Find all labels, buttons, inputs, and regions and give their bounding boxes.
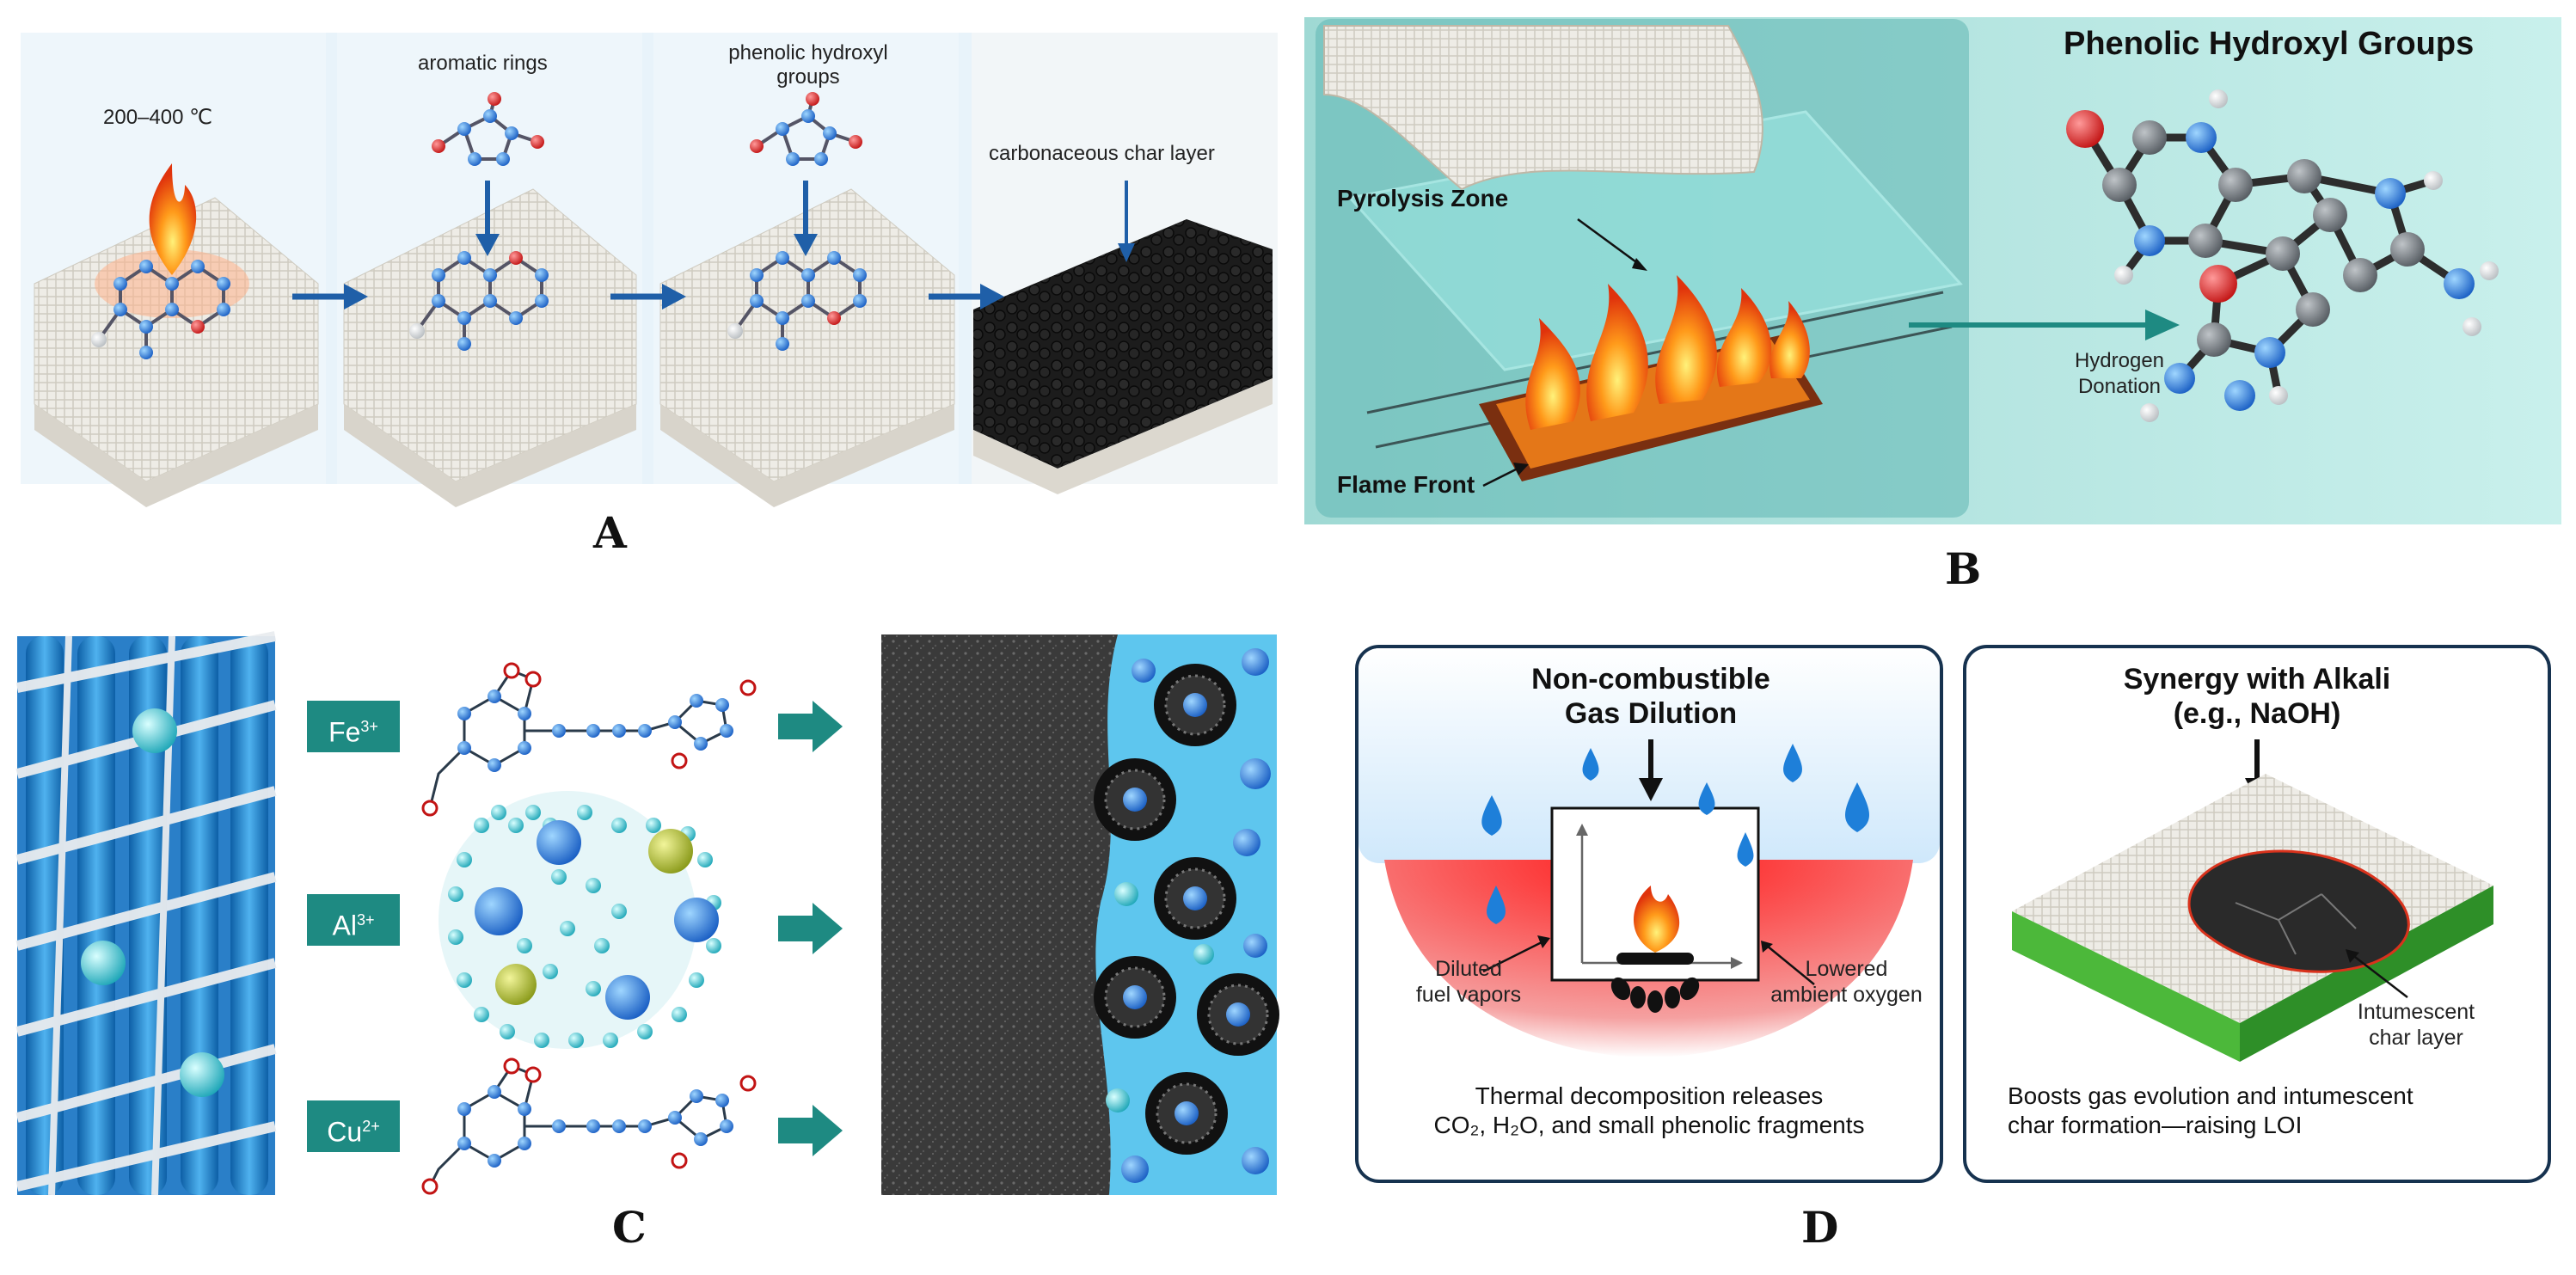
- molecule-step-1: [91, 260, 230, 359]
- phenolic-hydroxyl-line1: phenolic hydroxyl: [728, 41, 888, 64]
- teal-arrows-c: [778, 701, 843, 1156]
- fe-ion-charge: 3+: [360, 718, 378, 735]
- panel-a-step-1: [21, 33, 326, 507]
- hydrogen-donation-label: Hydrogen Donation: [2055, 348, 2184, 400]
- panel-c: [15, 631, 1279, 1196]
- cu-ion-box: [307, 1100, 400, 1152]
- chelate-atoms-cu: [421, 1057, 757, 1195]
- phenolic-hydroxyl-label: phenolic hydroxyl groups: [718, 41, 899, 89]
- gas-dilution-caption-line2: CO₂, H₂O, and small phenolic fragments: [1433, 1112, 1865, 1138]
- panel-label-c: C: [612, 1202, 647, 1253]
- ion-bead: [132, 708, 177, 753]
- chelate-chain-fe: [428, 669, 728, 809]
- gas-dilution-title: Non-combustible Gas Dilution: [1462, 662, 1840, 731]
- fire-icon: [1634, 886, 1680, 953]
- water-droplets: [1481, 744, 1869, 924]
- lowered-oxygen-line2: ambient oxygen: [1770, 983, 1923, 1007]
- chelate-chain-cu: [428, 1064, 728, 1187]
- phenolic-hydroxyl-line2: groups: [776, 65, 840, 89]
- fabric-sheet: [1323, 25, 1763, 191]
- molecule-atoms-b: [2066, 89, 2499, 422]
- al-ion-base: Al: [332, 910, 357, 941]
- hydrogen-donation-line1: Hydrogen: [2074, 349, 2165, 372]
- fe-ion-base: Fe: [328, 716, 361, 748]
- intumescent-char-line2: char layer: [2369, 1026, 2463, 1050]
- char-patch: [2187, 849, 2410, 973]
- cu-ion-label: Cu2+: [307, 1100, 400, 1152]
- temperature-label: 200–400 ℃: [103, 106, 213, 129]
- burner-flames: [1610, 977, 1700, 1013]
- fe-ion-box: [307, 701, 400, 752]
- down-arrows-a: [475, 181, 1135, 262]
- diluted-fuel-line1: Diluted: [1435, 957, 1502, 981]
- step-arrows-a: [292, 284, 1004, 310]
- panel-b: [1304, 17, 2561, 524]
- fe-ion-label: Fe3+: [307, 701, 400, 752]
- diluted-fuel-label: Diluted fuel vapors: [1400, 956, 1537, 1008]
- panel-a-step-3: [653, 33, 959, 507]
- alkali-synergy-title: Synergy with Alkali (e.g., NaOH): [2068, 662, 2446, 731]
- char-layer-label: carbonaceous char layer: [989, 142, 1215, 165]
- panel-d: [1355, 645, 2551, 1183]
- white-yarns: [15, 631, 277, 1196]
- alkali-synergy-caption: Boosts gas evolution and intumescent cha…: [1982, 1082, 2532, 1140]
- panel-a: [21, 33, 1278, 507]
- lowered-oxygen-label: Lowered ambient oxygen: [1754, 956, 1939, 1008]
- al-ion-charge: 3+: [356, 911, 375, 929]
- al-ion-box: [307, 894, 400, 946]
- al-cluster: [439, 791, 721, 1049]
- alkali-synergy-caption-line1: Boosts gas evolution and intumescent: [2008, 1082, 2413, 1109]
- cu-ion-base: Cu: [327, 1116, 363, 1148]
- intumescent-char-line1: Intumescent: [2357, 1000, 2475, 1024]
- chelate-atoms-fe: [421, 662, 757, 817]
- lowered-oxygen-line1: Lowered: [1805, 957, 1888, 981]
- aromatic-rings-label: aromatic rings: [418, 52, 548, 75]
- panel-a-step-4: [972, 33, 1278, 494]
- diluted-fuel-line2: fuel vapors: [1415, 983, 1522, 1007]
- flames-b: [1525, 275, 1810, 430]
- intumescent-char-label: Intumescent char layer: [2339, 999, 2493, 1051]
- gas-dilution-title-line1: Non-combustible: [1531, 663, 1770, 696]
- molecule-step-2: [409, 92, 549, 351]
- panel-label-b: B: [1945, 543, 1982, 594]
- gas-dilution-caption-line1: Thermal decomposition releases: [1475, 1082, 1824, 1109]
- molecule-step-3: [727, 92, 867, 351]
- cu-ion-charge: 2+: [362, 1118, 380, 1135]
- encapsulated-particles: [1094, 648, 1279, 1183]
- gas-dilution-caption: Thermal decomposition releases CO₂, H₂O,…: [1363, 1082, 1935, 1140]
- panel-label-a: A: [593, 507, 627, 558]
- char-layer-surface: [973, 219, 1273, 469]
- pyrolysis-zone-label: Pyrolysis Zone: [1337, 185, 1509, 211]
- alkali-synergy-title-line2: (e.g., NaOH): [2173, 697, 2341, 730]
- alkali-synergy-caption-line2: char formation—raising LOI: [2008, 1112, 2303, 1138]
- panel-label-d: D: [1801, 1202, 1839, 1253]
- al-ion-label: Al3+: [307, 894, 400, 946]
- flame-front-label: Flame Front: [1337, 471, 1475, 498]
- hydrogen-donation-line2: Donation: [2077, 375, 2162, 398]
- flame-icon: [149, 163, 197, 275]
- panel-b-title: Phenolic Hydroxyl Groups: [2064, 26, 2475, 62]
- alkali-synergy-title-line1: Synergy with Alkali: [2123, 663, 2391, 696]
- gas-dilution-title-line2: Gas Dilution: [1564, 697, 1738, 730]
- panel-a-step-2: [337, 33, 642, 507]
